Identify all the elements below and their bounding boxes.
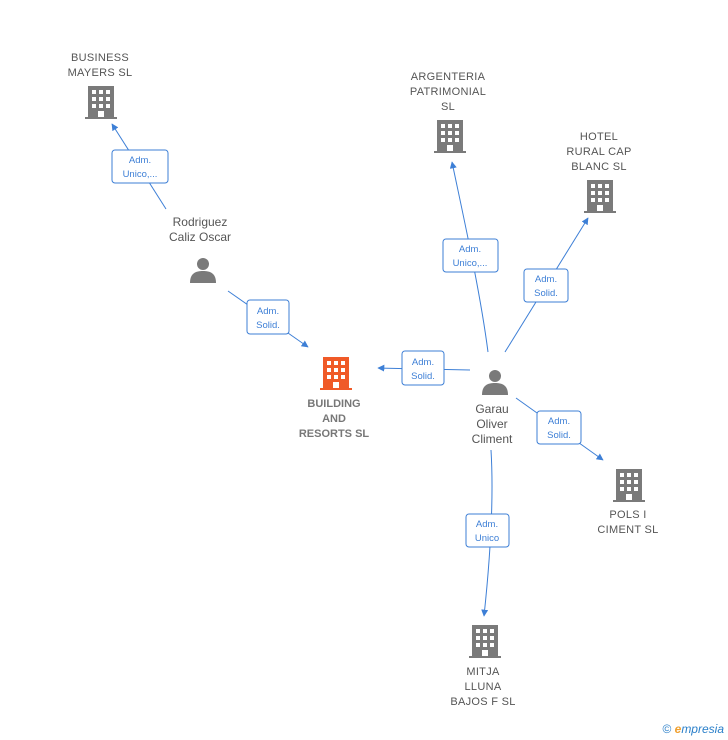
edge-label-line-2: Solid. <box>256 320 280 331</box>
person-icon <box>190 258 216 283</box>
building-icon <box>584 180 616 213</box>
company-label-line-1: POLS I <box>609 509 646 521</box>
building-icon <box>320 357 352 390</box>
edge-label-line-1: Adm. <box>459 244 481 255</box>
brand-footer: © empresia <box>662 722 724 736</box>
edge-label-box[interactable] <box>246 299 290 335</box>
edge-label-line-1: Adm. <box>548 416 570 427</box>
edge-label-line-2: Solid. <box>534 288 558 299</box>
building-icon <box>613 469 645 502</box>
company-label-line-3: BAJOS F SL <box>450 696 515 708</box>
company-label-line-2: RURAL CAP <box>566 146 631 158</box>
building-icon <box>434 120 466 153</box>
company-label-line-1: BUILDING <box>307 398 360 410</box>
company-label-line-3: SL <box>441 101 455 113</box>
company-node-argenteria[interactable]: ARGENTERIA PATRIMONIAL SL <box>410 71 486 153</box>
building-icon <box>469 625 501 658</box>
company-node-building-resorts[interactable]: BUILDING AND RESORTS SL <box>299 357 370 440</box>
edge-label-box[interactable] <box>442 238 499 273</box>
company-label-line-2: AND <box>322 413 346 425</box>
edge-rodriguez-building: Adm. Solid. <box>227 290 309 348</box>
edge-label-line-2: Unico,... <box>453 258 488 269</box>
person-label-line-2: Caliz Oscar <box>169 230 231 244</box>
edge-label-box[interactable] <box>111 149 169 184</box>
company-label-line-2: MAYERS SL <box>68 67 133 79</box>
edge-label-line-2: Solid. <box>411 371 435 382</box>
person-label-line-2: Oliver <box>476 417 507 431</box>
edge-label-line-1: Adm. <box>257 306 279 317</box>
edge-label-line-1: Adm. <box>412 357 434 368</box>
brand-logo-text: mpresia <box>681 722 724 736</box>
person-label-line-1: Rodriguez <box>173 215 228 229</box>
building-icon <box>85 86 117 119</box>
company-label-line-1: ARGENTERIA <box>411 71 486 83</box>
company-label-line-3: RESORTS SL <box>299 428 370 440</box>
edge-label-box[interactable] <box>401 350 445 386</box>
company-label-line-1: HOTEL <box>580 131 618 143</box>
edge-garau-argenteria: Adm. Unico,... <box>442 161 499 353</box>
company-label-line-2: LLUNA <box>465 681 502 693</box>
person-node-rodriguez[interactable]: Rodriguez Caliz Oscar <box>169 215 231 283</box>
edge-label-line-1: Adm. <box>129 155 151 166</box>
edge-rodriguez-business: Adm. Unico,... <box>111 123 169 210</box>
edge-garau-pols: Adm. Solid. <box>515 397 604 461</box>
company-label-line-3: BLANC SL <box>571 161 627 173</box>
edge-label-line-2: Unico,... <box>123 169 158 180</box>
edge-label-line-1: Adm. <box>476 519 498 530</box>
company-node-hotel-rural[interactable]: HOTEL RURAL CAP BLANC SL <box>566 131 631 213</box>
person-label-line-1: Garau <box>475 402 508 416</box>
company-node-pols-ciment[interactable]: POLS I CIMENT SL <box>597 469 658 536</box>
edge-garau-mitja: Adm. Unico <box>465 449 510 617</box>
company-label-line-2: PATRIMONIAL <box>410 86 486 98</box>
edge-label-box[interactable] <box>536 410 582 445</box>
brand-logo-e: e <box>674 722 682 736</box>
edge-garau-hotel: Adm. Solid. <box>504 217 589 353</box>
company-node-mitja-lluna[interactable]: MITJA LLUNA BAJOS F SL <box>450 625 515 708</box>
company-label-line-1: MITJA <box>466 666 500 678</box>
edge-label-line-2: Solid. <box>547 430 571 441</box>
edge-label-box[interactable] <box>465 513 510 548</box>
person-label-line-3: Climent <box>472 432 513 446</box>
edge-label-box[interactable] <box>523 268 569 303</box>
company-label-line-1: BUSINESS <box>71 52 129 64</box>
company-label-line-2: CIMENT SL <box>597 524 658 536</box>
person-icon <box>482 370 508 395</box>
company-node-business-mayers[interactable]: BUSINESS MAYERS SL <box>68 52 133 119</box>
edge-label-line-1: Adm. <box>535 274 557 285</box>
copyright-icon: © <box>662 722 672 736</box>
edge-label-line-2: Unico <box>475 533 499 544</box>
edge-garau-building: Adm. Solid. <box>377 350 471 386</box>
person-node-garau[interactable]: Garau Oliver Climent <box>472 370 513 446</box>
